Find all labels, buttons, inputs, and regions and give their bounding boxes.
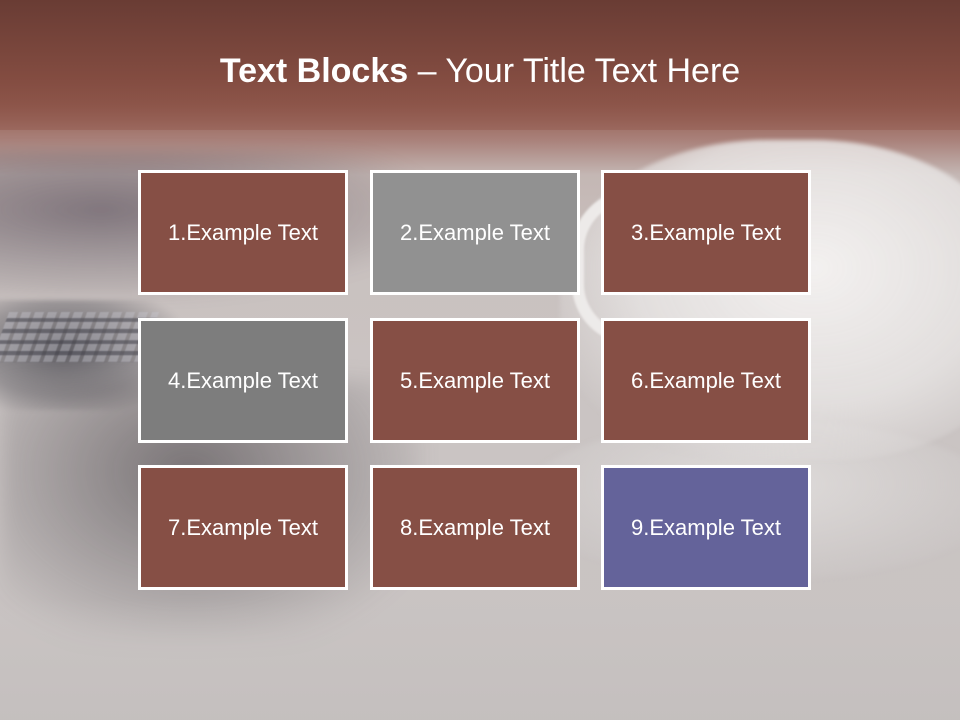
text-block-1[interactable]: 1.Example Text xyxy=(138,170,348,295)
text-block-3[interactable]: 3.Example Text xyxy=(601,170,811,295)
text-block-4[interactable]: 4.Example Text xyxy=(138,318,348,443)
background-header-band xyxy=(0,0,960,130)
slide-title[interactable]: Text Blocks – Your Title Text Here xyxy=(0,52,960,91)
text-block-label: 7.Example Text xyxy=(167,514,318,540)
text-block-5[interactable]: 5.Example Text xyxy=(370,318,580,443)
text-block-6[interactable]: 6.Example Text xyxy=(601,318,811,443)
text-block-7[interactable]: 7.Example Text xyxy=(138,465,348,590)
text-block-label: 5.Example Text xyxy=(399,367,550,393)
text-block-label: 8.Example Text xyxy=(399,514,550,540)
title-rest: Your Title Text Here xyxy=(445,52,741,90)
text-block-2[interactable]: 2.Example Text xyxy=(370,170,580,295)
title-dash: – xyxy=(408,52,446,90)
text-block-label: 3.Example Text xyxy=(630,219,781,245)
background-keys-texture xyxy=(0,312,160,362)
text-block-label: 4.Example Text xyxy=(167,367,318,393)
text-block-label: 9.Example Text xyxy=(630,514,781,540)
text-blocks-grid: 1.Example Text 2.Example Text 3.Example … xyxy=(138,170,815,594)
text-block-label: 6.Example Text xyxy=(630,367,781,393)
text-block-9[interactable]: 9.Example Text xyxy=(601,465,811,590)
title-bold-part: Text Blocks xyxy=(219,52,409,90)
text-block-8[interactable]: 8.Example Text xyxy=(370,465,580,590)
background-desk-surface xyxy=(0,600,960,720)
text-block-label: 2.Example Text xyxy=(399,219,550,245)
text-block-label: 1.Example Text xyxy=(167,219,318,245)
